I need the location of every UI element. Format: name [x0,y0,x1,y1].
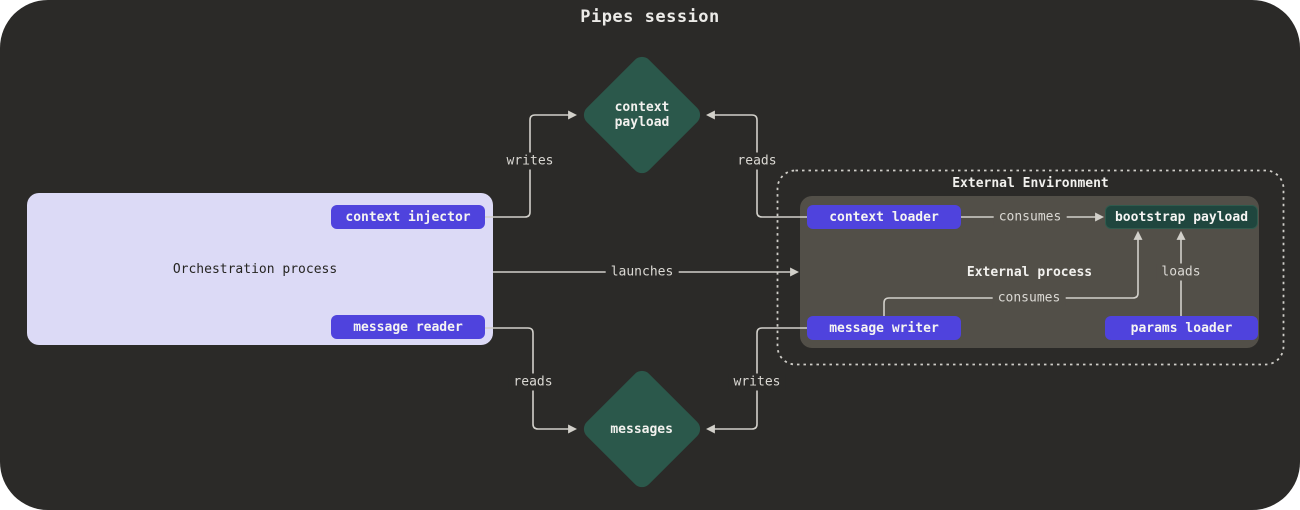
edge-label-reads-top: reads [732,152,782,170]
bootstrap-payload-node: bootstrap payload [1105,205,1258,229]
external-environment-label: External Environment [952,176,1109,191]
context-injector-node: context injector [331,205,485,229]
message-reader-node: message reader [331,315,485,339]
edge-label-loads: loads [1156,263,1206,281]
orchestration-process-label: Orchestration process [172,261,338,277]
messages-node: messages [579,366,705,492]
params-loader-node: params loader [1105,316,1258,340]
edge-label-writes-top: writes [501,152,559,170]
messages-label: messages [610,421,674,437]
context-loader-node: context loader [807,205,961,229]
page-title: Pipes session [580,7,720,27]
edge-label-writes-bottom: writes [728,373,786,391]
edge-label-consumes-top: consumes [993,208,1067,226]
edge-label-consumes-bottom: consumes [992,289,1066,307]
context-payload-label: context payload [614,100,670,130]
message-writer-node: message writer [807,316,961,340]
edge-label-reads-bottom: reads [508,373,558,391]
context-payload-node: context payload [579,52,705,178]
edge-label-launches: launches [605,263,679,281]
